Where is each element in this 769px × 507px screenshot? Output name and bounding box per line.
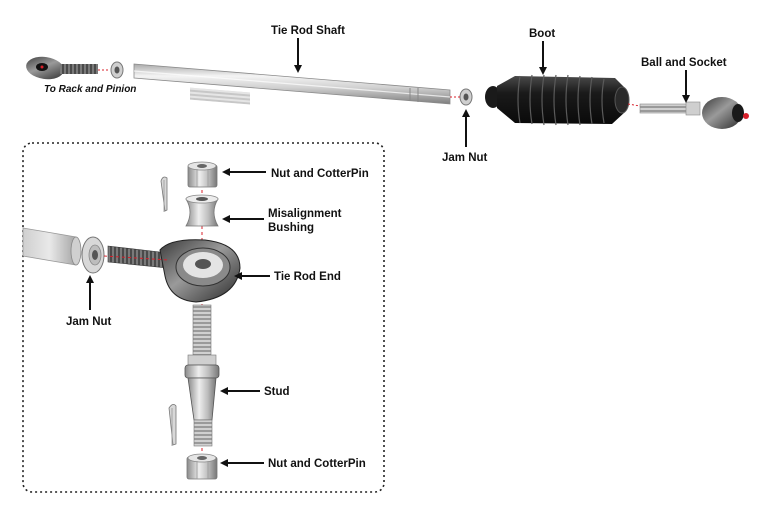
label-nut-and-cotterpin-bottom: Nut and CotterPin bbox=[268, 458, 366, 470]
label-stud: Stud bbox=[264, 386, 290, 398]
rack-side-jam-nut bbox=[98, 61, 124, 79]
top-assembly bbox=[26, 56, 749, 129]
label-jam-nut-top: Jam Nut bbox=[442, 152, 488, 164]
rack-side-rod-end bbox=[26, 56, 98, 80]
label-ball-and-socket: Ball and Socket bbox=[641, 57, 727, 69]
inset-bottom-cotter-pin bbox=[168, 404, 177, 446]
inset-stud bbox=[184, 304, 220, 447]
label-tie-rod-end: Tie Rod End bbox=[274, 271, 341, 283]
label-tie-rod-shaft: Tie Rod Shaft bbox=[271, 25, 345, 37]
tie-rod-shaft bbox=[133, 63, 451, 105]
inset-top-cotter-pin bbox=[160, 176, 168, 212]
label-jam-nut-inset: Jam Nut bbox=[66, 316, 112, 328]
label-misalignment-bushing-line1: Misalignment bbox=[268, 208, 342, 220]
inset-dashed-border bbox=[22, 142, 385, 493]
label-misalignment-bushing-line2: Bushing bbox=[268, 222, 314, 234]
inset-top-nut bbox=[187, 161, 218, 188]
inset-tie-rod-end bbox=[103, 239, 241, 303]
label-boot: Boot bbox=[529, 28, 555, 40]
ball-and-socket bbox=[627, 97, 749, 129]
boot bbox=[485, 74, 630, 126]
boot-side-jam-nut bbox=[450, 88, 473, 106]
label-nut-and-cotterpin-top: Nut and CotterPin bbox=[271, 168, 369, 180]
inset-rod-stub bbox=[22, 227, 82, 266]
label-to-rack-and-pinion: To Rack and Pinion bbox=[44, 84, 136, 95]
inset-jam-nut bbox=[81, 236, 105, 274]
inset-misalignment-bushing bbox=[185, 194, 219, 227]
inset-bottom-nut bbox=[186, 453, 218, 480]
